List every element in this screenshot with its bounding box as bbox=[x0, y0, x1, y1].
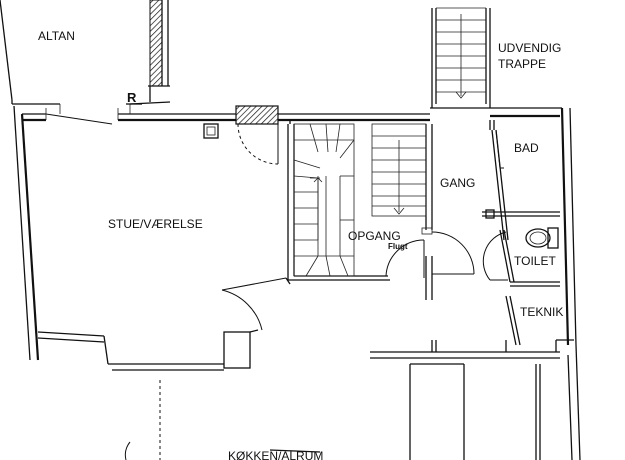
room-label-udvendig: UDVENDIG bbox=[498, 41, 561, 55]
room-label-bad: BAD bbox=[514, 141, 539, 155]
radiator-mark: R bbox=[126, 90, 142, 105]
toilet-fixture bbox=[525, 227, 559, 249]
stue-lower-walls bbox=[37, 277, 291, 371]
room-label-toilet: TOILET bbox=[514, 254, 556, 268]
altan-hatched-wall bbox=[149, 0, 163, 87]
room-label-gang: GANG bbox=[440, 176, 475, 190]
balcony-door bbox=[45, 104, 131, 125]
gang-bath-walls bbox=[482, 120, 560, 346]
column-square bbox=[203, 123, 219, 139]
room-label-stue: STUE/VÆRELSE bbox=[108, 217, 203, 231]
winding-stair bbox=[293, 123, 355, 277]
straight-stair bbox=[371, 123, 427, 217]
stair-hall bbox=[287, 120, 433, 300]
chimney-block bbox=[235, 105, 279, 125]
room-label-teknik: TEKNIK bbox=[520, 305, 563, 319]
flugt-door bbox=[385, 239, 425, 278]
outer-walls bbox=[13, 105, 581, 460]
outdoor-stair bbox=[431, 7, 491, 108]
radiator-letter: R bbox=[127, 90, 137, 105]
altan-area bbox=[0, 0, 171, 105]
kitchen-walls bbox=[124, 339, 574, 460]
room-label-altan: ALTAN bbox=[38, 29, 75, 43]
room-label-kokken: KØKKEN/ALRUM bbox=[228, 449, 323, 460]
stue-door-top bbox=[237, 123, 279, 165]
room-label-flugt: Flugt bbox=[388, 242, 408, 251]
toilet-door bbox=[482, 231, 508, 281]
room-label-opgang: OPGANG bbox=[348, 229, 401, 243]
room-label-trappe: TRAPPE bbox=[498, 57, 546, 71]
opgang-gang-door bbox=[421, 227, 475, 275]
